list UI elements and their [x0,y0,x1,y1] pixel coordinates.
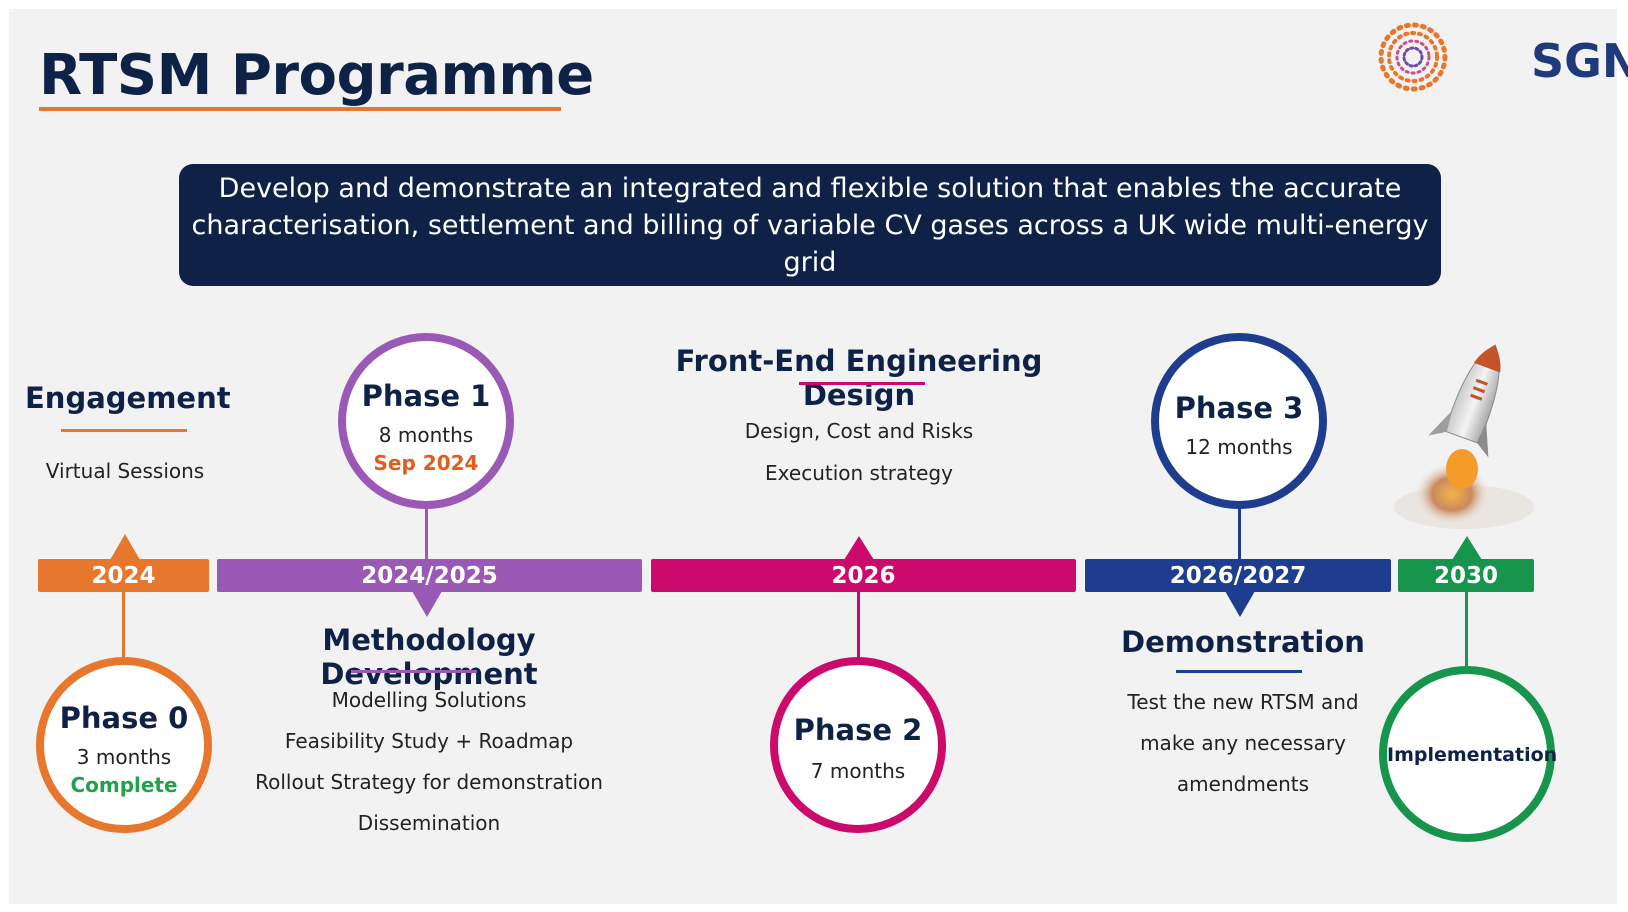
timeline-bar-2030: 2030 [1398,559,1534,592]
demonstration-item: make any necessary [1140,731,1346,755]
phase1-name: Phase 1 [361,379,491,413]
demonstration-underline [1176,670,1302,673]
sgn-logo-icon [1378,22,1448,92]
phase2-name: Phase 2 [793,713,923,747]
methodology-item: Dissemination [357,811,501,835]
phase1-circle: Phase 1 8 months Sep 2024 [338,333,514,509]
pointer-down-2026-2027 [1225,591,1255,617]
phase1-duration: 8 months [378,423,474,447]
methodology-item: Rollout Strategy for demonstration [255,770,603,794]
demonstration-item: amendments [1176,772,1310,796]
engagement-item: Virtual Sessions [45,459,205,483]
phase3-name: Phase 3 [1174,391,1304,425]
rocket-icon [1394,344,1534,529]
engagement-items: Virtual Sessions [25,459,225,483]
implementation-label: Implementation [1387,744,1558,766]
phase0-name: Phase 0 [59,701,189,735]
methodology-item: Feasibility Study + Roadmap [284,729,574,753]
timeline-bar-2024-2025: 2024/2025 [217,559,642,592]
feed-underline [799,382,925,385]
methodology-items: Modelling Solutions Feasibility Study + … [229,688,629,852]
phase0-duration: 3 months [76,745,172,769]
feed-item: Design, Cost and Risks [744,419,974,443]
pointer-up-2024 [110,534,140,560]
phase3-duration: 12 months [1185,435,1293,459]
phase0-status: Complete [70,773,178,797]
phase1-status: Sep 2024 [373,451,479,475]
connector-implementation [1465,592,1468,667]
connector-phase3 [1238,504,1241,560]
demonstration-heading: Demonstration [1121,625,1365,659]
connector-phase0 [122,592,125,662]
phase2-circle: Phase 2 7 months [770,657,946,833]
engagement-underline [61,429,187,432]
phase0-circle: Phase 0 3 months Complete [36,657,212,833]
feed-items: Design, Cost and Risks Execution strateg… [659,419,1059,503]
demonstration-item: Test the new RTSM and [1127,690,1359,714]
banner-line-1: Develop and demonstrate an integrated an… [218,172,1402,204]
implementation-circle: Implementation [1379,666,1558,842]
connector-phase1 [425,504,428,560]
methodology-heading: Methodology Development [320,623,538,691]
logo-text: SGN [1531,34,1628,88]
phase3-circle: Phase 3 12 months [1151,333,1327,509]
feed-item: Execution strategy [765,461,953,485]
connector-phase2 [857,592,860,662]
timeline-bar-2024: 2024 [38,559,209,592]
page-title: RTSM Programme [39,43,594,108]
methodology-item: Modelling Solutions [331,688,527,712]
pointer-up-2026 [844,536,874,560]
pointer-up-2030 [1452,536,1482,560]
timeline-bar-2026-2027: 2026/2027 [1085,559,1391,592]
methodology-underline [351,670,477,673]
pointer-down-2024-2025 [412,591,442,617]
slide: RTSM Programme SGN Develop and demonstra… [9,9,1628,904]
engagement-heading: Engagement [25,381,231,415]
mission-banner: Develop and demonstrate an integrated an… [179,164,1441,286]
banner-line-2: characterisation, settlement and billing… [191,209,1429,278]
timeline-bar-2026: 2026 [651,559,1076,592]
phase2-duration: 7 months [810,759,906,783]
demonstration-items: Test the new RTSM and make any necessary… [1093,690,1393,813]
feed-heading: Front-End Engineering Design [675,344,1043,412]
title-underline [39,107,561,111]
